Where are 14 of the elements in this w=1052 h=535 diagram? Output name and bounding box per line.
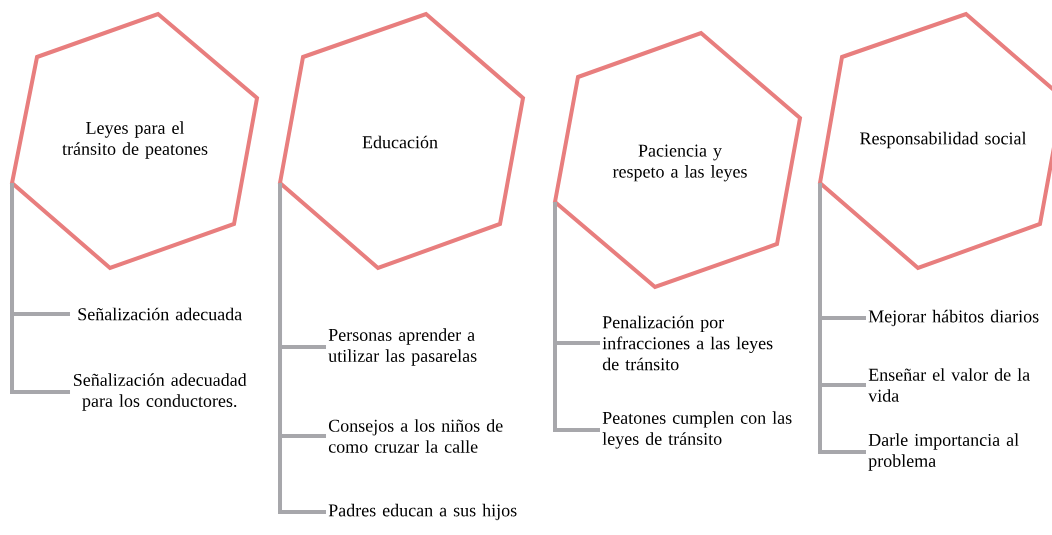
item-text: Personas aprender a utilizar las pasarelas bbox=[328, 328, 477, 366]
item-text: Mejorar hábitos diarios bbox=[868, 309, 1039, 327]
bracket-line bbox=[818, 183, 866, 454]
bracket-line bbox=[278, 183, 326, 514]
item-text: Darle importancia al problema bbox=[868, 433, 1019, 471]
bracket-line bbox=[10, 183, 70, 394]
item-text: Señalización adecuadad para los conductores. bbox=[73, 373, 247, 411]
item-text: Padres educan a sus hijos bbox=[328, 503, 517, 521]
item-text: Enseñar el valor de la vida bbox=[868, 368, 1030, 402]
item-text: Consejos a los niños de como cruzar la calle bbox=[328, 419, 503, 453]
item-text: Penalización por infracciones a las leyes de tránsito bbox=[602, 315, 773, 371]
item-text: Señalización adecuada bbox=[78, 307, 242, 321]
item-text: Peatones cumplen con las leyes de tránsito bbox=[602, 411, 792, 449]
bracket-line bbox=[553, 202, 600, 432]
